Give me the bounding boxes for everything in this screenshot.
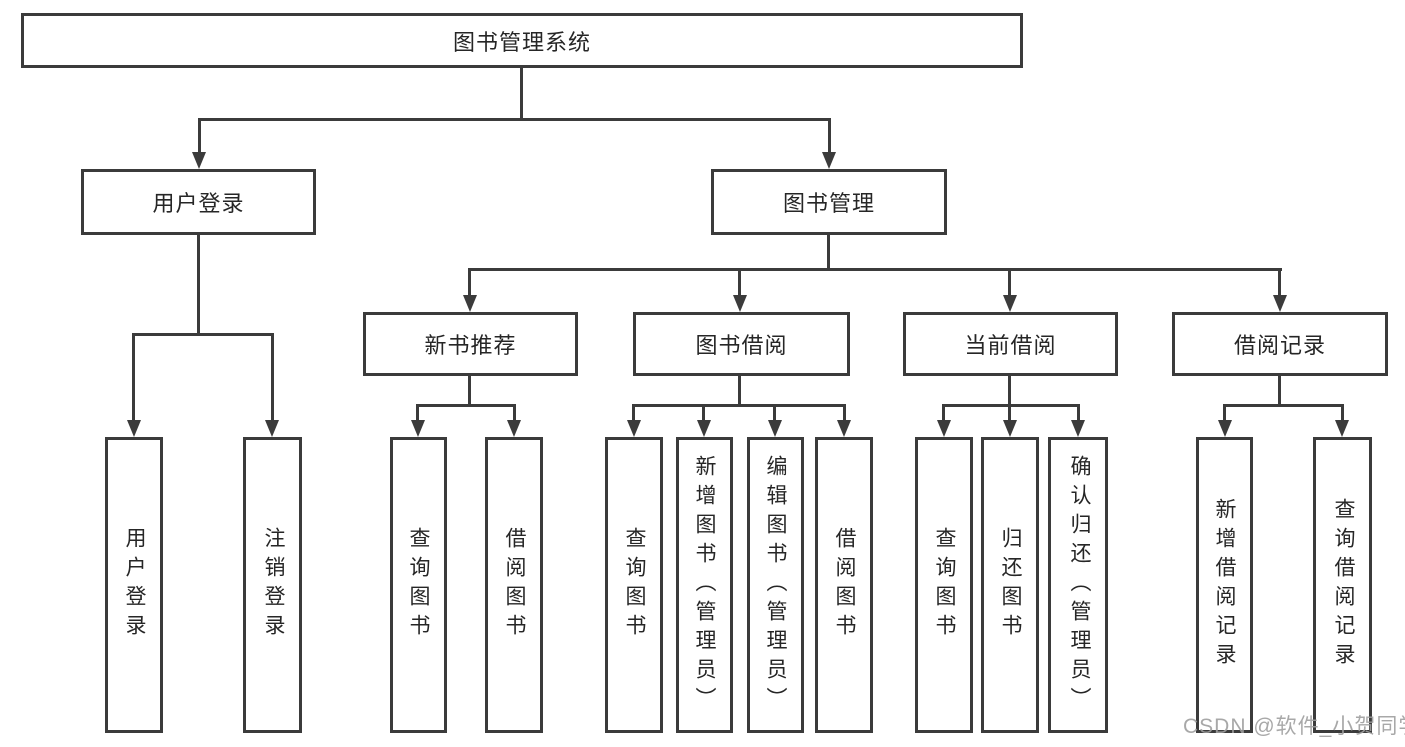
arrowhead-down-icon bbox=[1071, 420, 1085, 437]
edge-to-current-borrow bbox=[1008, 268, 1011, 298]
edge-to-leaf-query-books bbox=[942, 404, 945, 422]
edge-new-book-recommend-stem bbox=[468, 376, 471, 407]
arrowhead-down-icon bbox=[733, 295, 747, 312]
arrowhead-down-icon bbox=[192, 152, 206, 169]
arrowhead-down-icon bbox=[1003, 295, 1017, 312]
leaf-user-login: 用户登录 bbox=[105, 437, 163, 733]
edge-new-book-recommend-horizontal bbox=[416, 404, 516, 407]
arrowhead-down-icon bbox=[411, 420, 425, 437]
edge-to-borrow-records bbox=[1278, 268, 1281, 298]
node-book-management: 图书管理 bbox=[711, 169, 947, 235]
arrowhead-down-icon bbox=[127, 420, 141, 437]
edge-to-leaf-add-borrow-record bbox=[1223, 404, 1226, 422]
leaf-query-books-current: 查询图书 bbox=[915, 437, 973, 733]
watermark: CSDN @软件_小贺同学 bbox=[1183, 715, 1405, 738]
arrowhead-down-icon bbox=[1273, 295, 1287, 312]
edge-to-leaf-query-books bbox=[416, 404, 419, 422]
leaf-query-books-recommend: 查询图书 bbox=[390, 437, 447, 733]
node-new-book-recommend: 新书推荐 bbox=[363, 312, 578, 376]
edge-to-leaf-borrow-books bbox=[513, 404, 516, 422]
leaf-add-book-admin: 新增图书（管理员） bbox=[676, 437, 733, 733]
edge-to-leaf-user-login bbox=[132, 333, 135, 421]
node-book-borrow: 图书借阅 bbox=[633, 312, 850, 376]
arrowhead-down-icon bbox=[265, 420, 279, 437]
leaf-logout: 注销登录 bbox=[243, 437, 302, 733]
edge-to-leaf-query-books bbox=[632, 404, 635, 422]
edge-user-login-horizontal bbox=[132, 333, 274, 336]
edge-borrow-records-horizontal bbox=[1223, 404, 1344, 407]
arrowhead-down-icon bbox=[937, 420, 951, 437]
arrowhead-down-icon bbox=[697, 420, 711, 437]
arrowhead-down-icon bbox=[1003, 420, 1017, 437]
edge-root-to-book-management bbox=[828, 118, 831, 154]
leaf-query-books-borrow: 查询图书 bbox=[605, 437, 663, 733]
leaf-edit-book-admin: 编辑图书（管理员） bbox=[747, 437, 804, 733]
node-borrow-records: 借阅记录 bbox=[1172, 312, 1388, 376]
edge-root-to-user-login bbox=[198, 118, 201, 154]
edge-to-leaf-return-book bbox=[1008, 404, 1011, 422]
arrowhead-down-icon bbox=[507, 420, 521, 437]
edge-to-book-borrow bbox=[738, 268, 741, 298]
edge-current-borrow-horizontal bbox=[942, 404, 1080, 407]
leaf-return-book: 归还图书 bbox=[981, 437, 1039, 733]
edge-to-leaf-query-borrow-record bbox=[1341, 404, 1344, 422]
leaf-confirm-return-admin: 确认归还（管理员） bbox=[1048, 437, 1108, 733]
edge-to-new-book-recommend bbox=[468, 268, 471, 298]
arrowhead-down-icon bbox=[822, 152, 836, 169]
edge-to-leaf-logout bbox=[271, 333, 274, 421]
leaf-borrow-books-borrow: 借阅图书 bbox=[815, 437, 873, 733]
edge-root-stem bbox=[520, 68, 523, 119]
arrowhead-down-icon bbox=[1218, 420, 1232, 437]
edge-to-leaf-borrow-books bbox=[843, 404, 846, 422]
leaf-query-borrow-record: 查询借阅记录 bbox=[1313, 437, 1372, 733]
edge-user-login-stem bbox=[197, 235, 200, 334]
edge-borrow-records-stem bbox=[1278, 376, 1281, 407]
edge-root-horizontal bbox=[198, 118, 831, 121]
edge-book-borrow-horizontal bbox=[632, 404, 846, 407]
leaf-add-borrow-record: 新增借阅记录 bbox=[1196, 437, 1253, 733]
arrowhead-down-icon bbox=[627, 420, 641, 437]
arrowhead-down-icon bbox=[463, 295, 477, 312]
edge-current-borrow-stem bbox=[1008, 376, 1011, 407]
arrowhead-down-icon bbox=[837, 420, 851, 437]
arrowhead-down-icon bbox=[768, 420, 782, 437]
node-user-login: 用户登录 bbox=[81, 169, 316, 235]
edge-book-management-stem bbox=[827, 235, 830, 269]
node-system-title: 图书管理系统 bbox=[21, 13, 1023, 68]
edge-book-management-horizontal bbox=[468, 268, 1282, 271]
arrowhead-down-icon bbox=[1335, 420, 1349, 437]
node-current-borrow: 当前借阅 bbox=[903, 312, 1118, 376]
edge-to-leaf-confirm-return bbox=[1077, 404, 1080, 422]
edge-to-leaf-edit-book bbox=[773, 404, 776, 422]
edge-book-borrow-stem bbox=[738, 376, 741, 407]
leaf-borrow-books-recommend: 借阅图书 bbox=[485, 437, 543, 733]
edge-to-leaf-add-book bbox=[702, 404, 705, 422]
